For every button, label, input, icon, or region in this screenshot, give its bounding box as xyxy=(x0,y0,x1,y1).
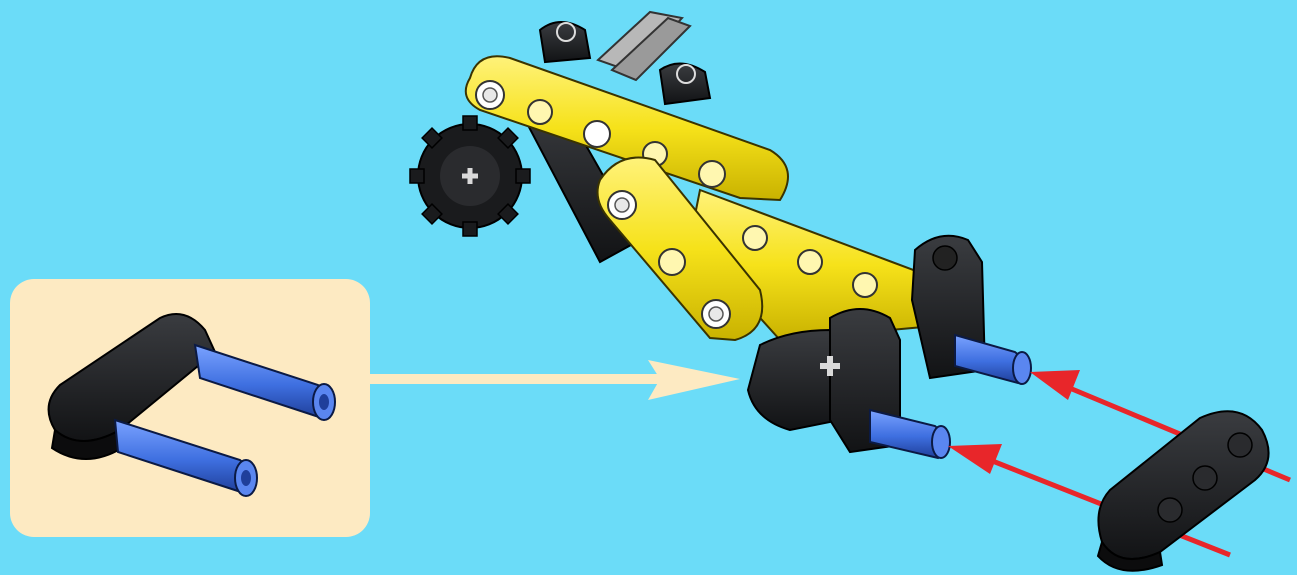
callout-arrow xyxy=(370,360,740,400)
assembly-blue-pin-upper xyxy=(955,335,1031,384)
callout-panel xyxy=(10,279,370,537)
assembly-blue-pin-lower xyxy=(870,410,950,458)
detached-black-connector xyxy=(1098,411,1269,571)
black-gear xyxy=(410,116,530,236)
